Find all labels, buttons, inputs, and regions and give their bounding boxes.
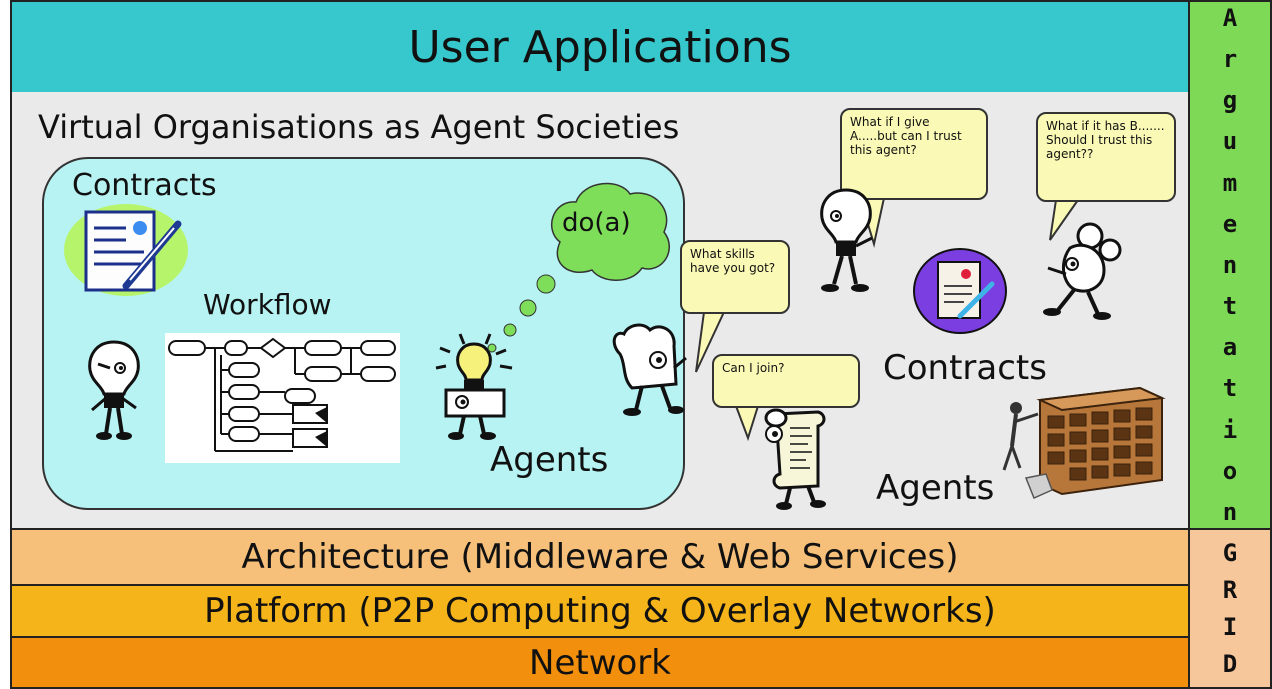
user-applications-layer: User Applications — [10, 0, 1190, 94]
argumentation-letter: t — [1222, 292, 1238, 321]
grid-column: G R I D — [1188, 528, 1272, 689]
contract-seal-icon — [913, 248, 1007, 334]
workflow-diagram — [165, 333, 400, 463]
network-label: Network — [529, 642, 671, 683]
agents-label-outer: Agents — [876, 468, 995, 508]
filing-cabinet-icon — [1002, 386, 1166, 500]
platform-label: Platform (P2P Computing & Overlay Networ… — [204, 591, 996, 631]
contracts-label-inner: Contracts — [72, 168, 217, 203]
contracts-label-outer: Contracts — [883, 348, 1047, 388]
argumentation-letter: t — [1222, 374, 1238, 403]
user-applications-label: User Applications — [408, 21, 792, 73]
argumentation-column: A r g u m e n t a t i o n — [1188, 0, 1272, 530]
platform-layer: Platform (P2P Computing & Overlay Networ… — [10, 584, 1190, 638]
scroll-agent-icon — [764, 408, 826, 510]
thought-text: do(a) — [562, 208, 631, 238]
argumentation-letter: r — [1222, 45, 1238, 74]
grid-letter: I — [1222, 613, 1238, 642]
grid-letter: D — [1222, 650, 1238, 679]
workflow-label: Workflow — [203, 288, 332, 321]
thought-cloud — [487, 182, 670, 353]
argumentation-letter: i — [1222, 415, 1238, 444]
architecture-layer: Architecture (Middleware & Web Services) — [10, 528, 1190, 586]
grid-letter: G — [1222, 538, 1238, 567]
lightbulb-agent-right-icon — [820, 188, 873, 292]
speech-bubble-trust-2: What if it has B....... Should I trust t… — [1036, 112, 1176, 202]
speech-bubble-trust-1: What if I give A.....but can I trust thi… — [840, 108, 988, 200]
argumentation-letter: u — [1222, 127, 1238, 156]
virtual-organisations-title: Virtual Organisations as Agent Societies — [38, 108, 680, 146]
agents-label-inner: Agents — [490, 440, 609, 480]
network-layer: Network — [10, 636, 1190, 689]
architecture-label: Architecture (Middleware & Web Services) — [241, 537, 959, 577]
argumentation-letter: m — [1222, 168, 1238, 197]
speech-bubble-skills: What skills have you got? — [680, 240, 790, 314]
mouse-agent-icon — [1043, 222, 1122, 320]
contract-document-icon — [64, 204, 188, 296]
argumentation-letter: a — [1222, 333, 1238, 362]
mitten-agent-icon — [612, 323, 687, 416]
argumentation-letter: o — [1222, 456, 1238, 485]
lightbulb-agent-icon — [88, 340, 140, 440]
argumentation-letter: n — [1222, 497, 1238, 526]
idea-agent-icon — [435, 333, 513, 440]
argumentation-letter: g — [1222, 86, 1238, 115]
speech-bubble-join: Can I join? — [712, 354, 860, 408]
argumentation-letter: A — [1222, 4, 1238, 32]
argumentation-letter: n — [1222, 250, 1238, 279]
argumentation-letter: e — [1222, 209, 1238, 238]
grid-letter: R — [1222, 575, 1238, 604]
